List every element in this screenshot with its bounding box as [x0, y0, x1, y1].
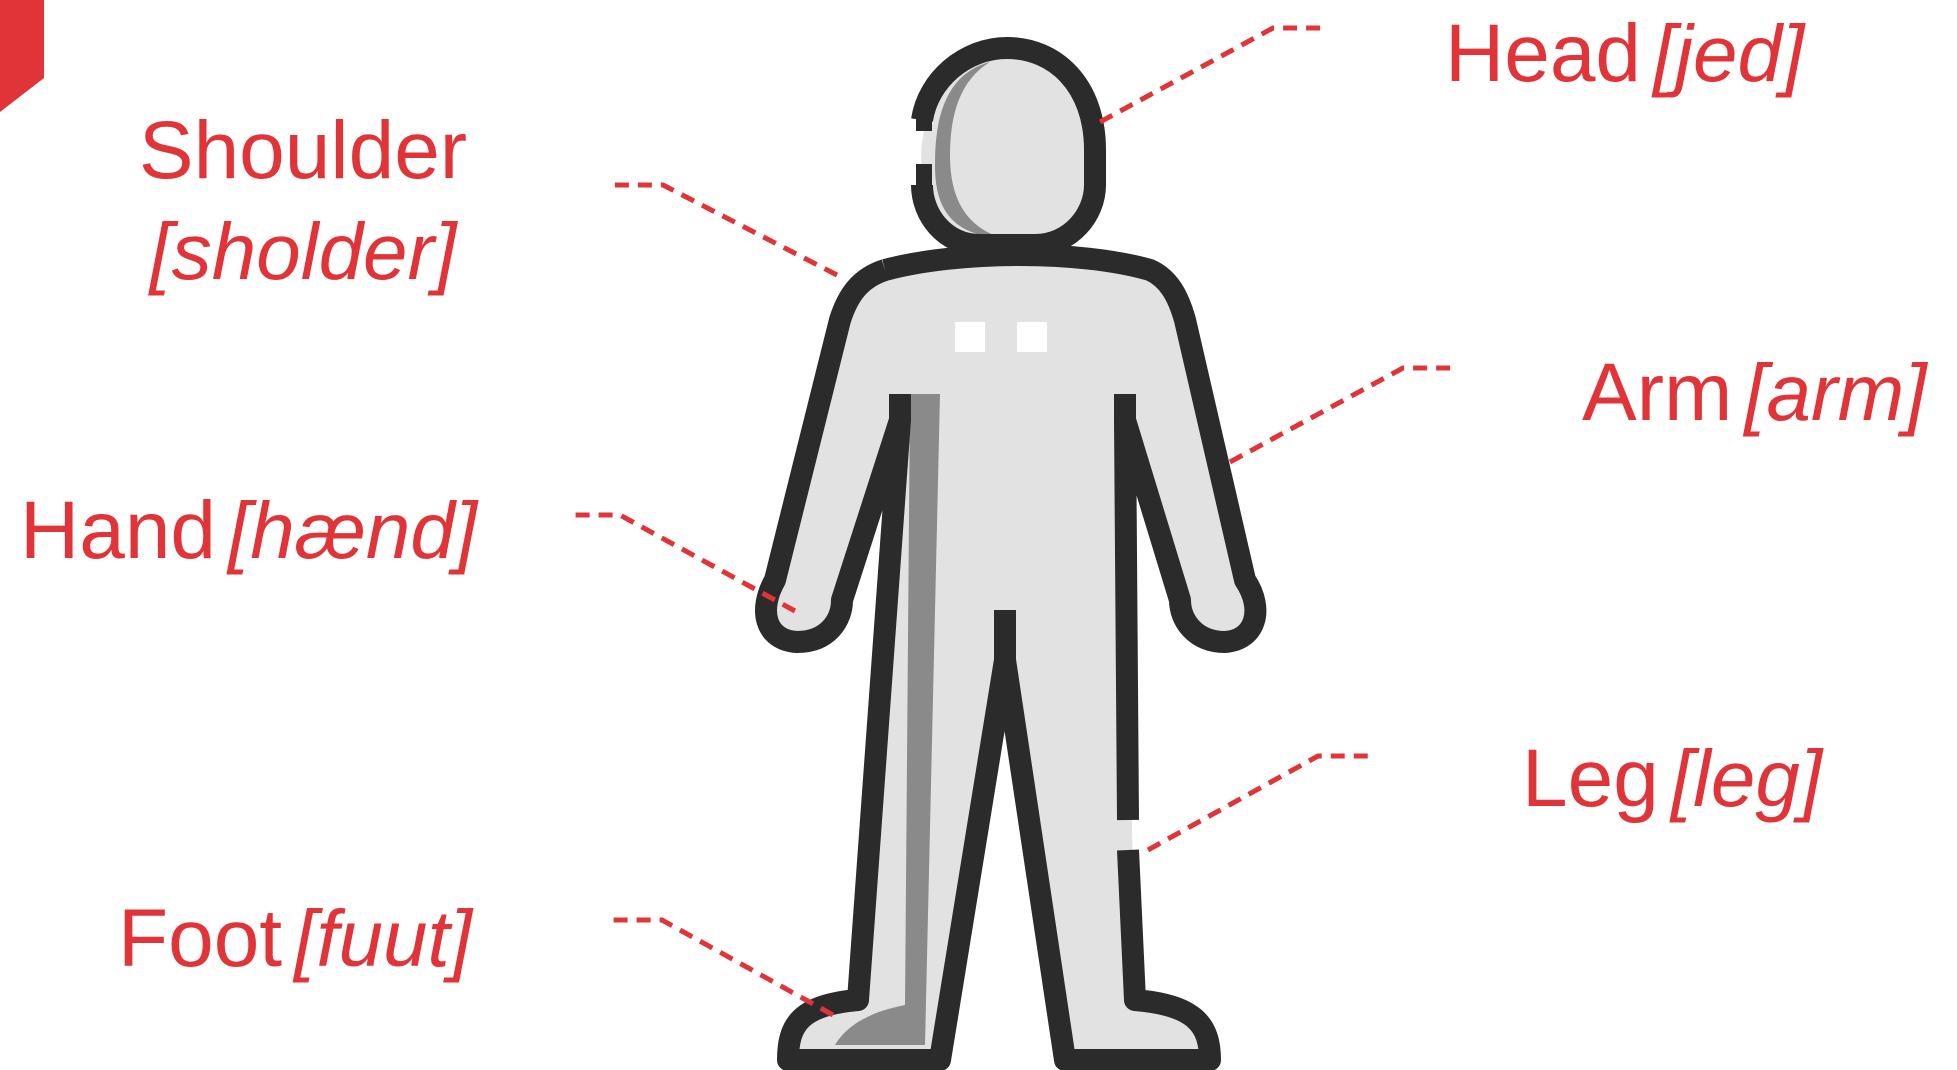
label-head-pronunciation: [jed] [1653, 9, 1804, 98]
leader-shoulder [613, 185, 837, 275]
label-leg: Leg[leg] [1522, 738, 1822, 820]
leader-hand [570, 515, 795, 611]
label-hand-pronunciation: [hænd] [228, 486, 477, 575]
label-hand: Hand[hænd] [20, 490, 477, 572]
leader-head [1100, 28, 1323, 122]
label-head: Head[jed] [1445, 13, 1804, 95]
label-shoulder: Shoulder [sholder] [128, 110, 478, 292]
label-foot-pronunciation: [fuut] [294, 894, 472, 983]
label-shoulder-term: Shoulder [139, 105, 467, 196]
label-arm-term: Arm [1582, 347, 1732, 438]
label-foot-term: Foot [118, 893, 282, 984]
label-arm-pronunciation: [arm] [1744, 348, 1926, 437]
label-shoulder-pronunciation: [sholder] [128, 212, 478, 292]
leader-leg [1148, 756, 1368, 850]
leader-foot [612, 920, 833, 1015]
label-arm: Arm[arm] [1582, 352, 1927, 434]
label-foot: Foot[fuut] [118, 898, 472, 980]
leader-arm [1230, 368, 1453, 462]
label-leg-term: Leg [1522, 733, 1659, 824]
label-hand-term: Hand [20, 485, 216, 576]
label-head-term: Head [1445, 8, 1641, 99]
label-leg-pronunciation: [leg] [1671, 734, 1822, 823]
